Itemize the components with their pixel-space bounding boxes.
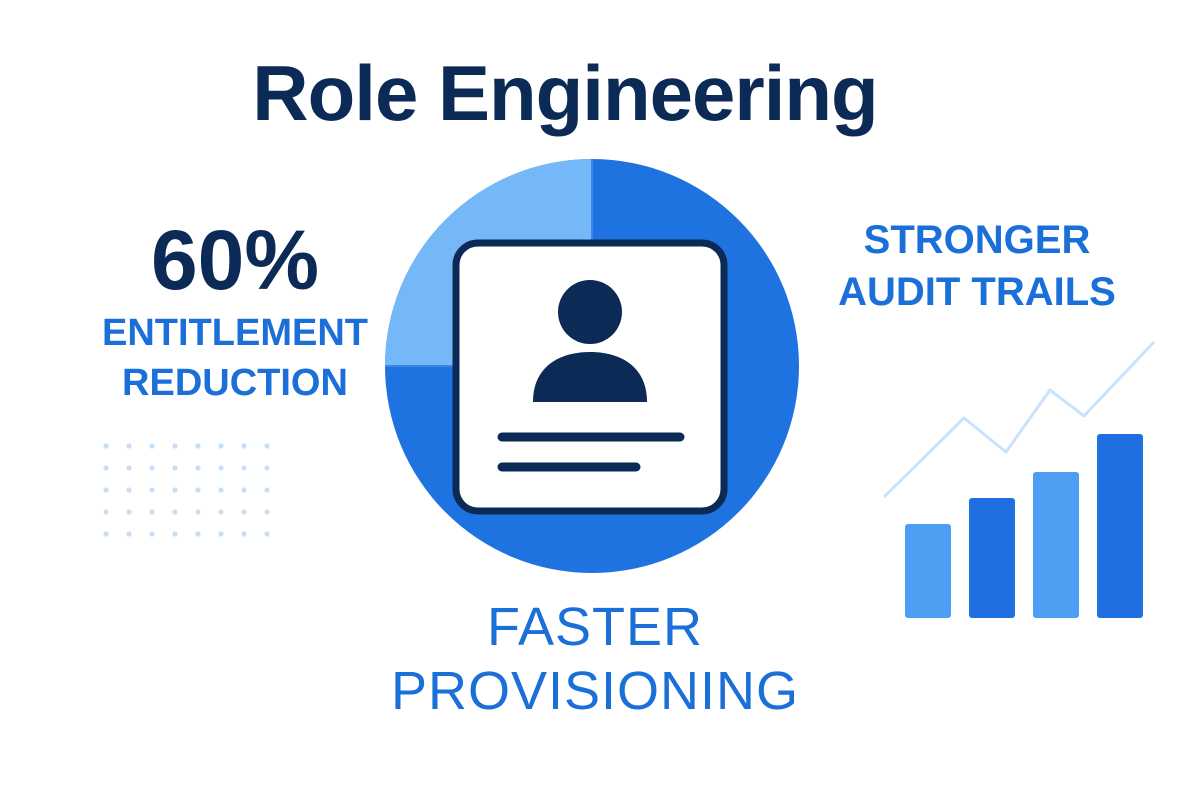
decor-dot xyxy=(241,443,247,449)
decor-dot xyxy=(195,443,201,449)
decor-dot xyxy=(241,465,247,471)
decor-dot xyxy=(103,487,109,493)
decor-dot xyxy=(172,443,178,449)
decor-dot xyxy=(218,509,224,515)
decor-dot xyxy=(126,509,132,515)
chart-bar-3 xyxy=(1033,472,1079,618)
decor-dot xyxy=(103,465,109,471)
decor-dot xyxy=(264,509,270,515)
decor-dot xyxy=(126,487,132,493)
decor-dot xyxy=(149,509,155,515)
chart-bar-2 xyxy=(969,498,1015,618)
provisioning-line1: FASTER xyxy=(486,597,704,657)
entitlement-stat: 60% ENTITLEMENT REDUCTION xyxy=(70,212,400,408)
decor-dot xyxy=(195,531,201,537)
stat-label-line1: ENTITLEMENT xyxy=(102,312,368,354)
provisioning-line2: PROVISIONING xyxy=(390,661,800,721)
decor-dot xyxy=(103,531,109,537)
decor-dot xyxy=(264,465,270,471)
provisioning-callout: FASTER PROVISIONING xyxy=(345,595,845,723)
user-profile-card-icon xyxy=(452,239,728,515)
decor-dot xyxy=(195,465,201,471)
stat-value: 60% xyxy=(150,213,320,307)
user-body-icon xyxy=(533,352,647,402)
decor-dot xyxy=(172,487,178,493)
page-title: Role Engineering xyxy=(252,49,878,137)
decor-dot xyxy=(172,509,178,515)
decor-dot xyxy=(241,509,247,515)
audit-line1: STRONGER xyxy=(863,218,1091,262)
decor-dot xyxy=(264,531,270,537)
chart-bar-1 xyxy=(905,524,951,618)
user-head-icon xyxy=(558,280,622,344)
decor-dot xyxy=(264,487,270,493)
decor-dot xyxy=(195,487,201,493)
decor-dot xyxy=(218,487,224,493)
decor-dot xyxy=(264,443,270,449)
decor-dot xyxy=(218,443,224,449)
decor-dot xyxy=(172,531,178,537)
decor-dot xyxy=(126,531,132,537)
audit-callout: STRONGER AUDIT TRAILS xyxy=(812,214,1142,318)
decor-dot xyxy=(149,531,155,537)
decor-dot xyxy=(218,465,224,471)
decor-dot xyxy=(218,531,224,537)
audit-line2: AUDIT TRAILS xyxy=(838,270,1116,314)
decor-dot xyxy=(241,531,247,537)
decor-dot xyxy=(126,465,132,471)
decor-dot xyxy=(103,443,109,449)
decor-dot xyxy=(172,465,178,471)
decor-dot xyxy=(195,509,201,515)
dot-grid-decoration xyxy=(103,443,270,537)
trend-line xyxy=(882,340,1156,499)
decor-dot xyxy=(241,487,247,493)
decor-dot xyxy=(126,443,132,449)
decor-dot xyxy=(149,443,155,449)
chart-bar-4 xyxy=(1097,434,1143,618)
decor-dot xyxy=(103,509,109,515)
bar-chart-trend-icon xyxy=(905,434,1143,618)
stat-label-line2: REDUCTION xyxy=(122,362,348,404)
decor-dot xyxy=(149,487,155,493)
decor-dot xyxy=(149,465,155,471)
